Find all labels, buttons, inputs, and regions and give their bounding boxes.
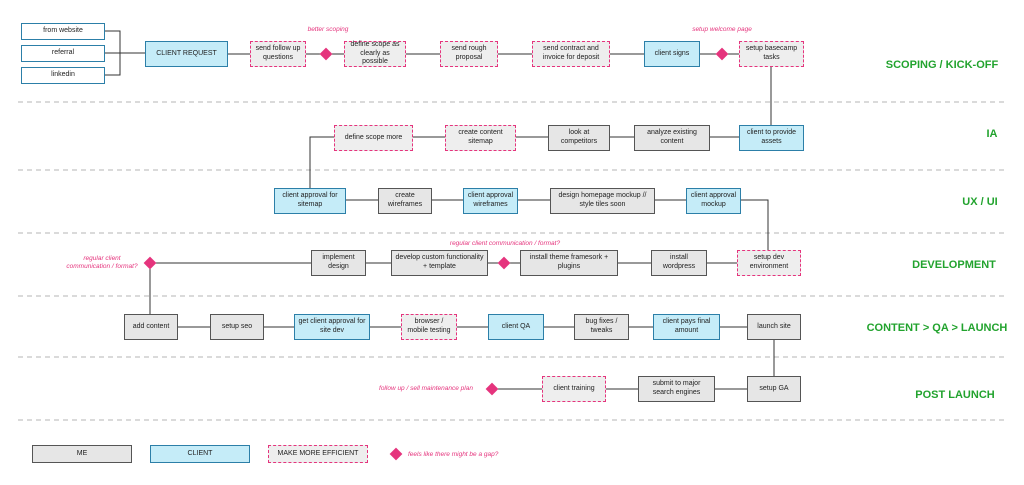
step-add-content: add content xyxy=(124,314,178,340)
note-communication-left: regular client communication / format? xyxy=(66,255,138,270)
note-welcome-page: setup welcome page xyxy=(692,26,752,33)
step-client-assets: client to provide assets xyxy=(739,125,804,151)
step-rough-proposal: send rough proposal xyxy=(440,41,498,67)
note-communication-mid: regular client communication / format? xyxy=(449,240,561,247)
phase-label-post-launch: POST LAUNCH xyxy=(915,389,995,401)
legend-gap-text: feels like there might be a gap? xyxy=(408,451,499,458)
legend-me: ME xyxy=(32,445,132,463)
phase-label-development: DEVELOPMENT xyxy=(912,259,996,271)
note-better-scoping: better scoping xyxy=(307,26,349,33)
step-define-scope: define scope as clearly as possible xyxy=(344,41,406,67)
step-basecamp-tasks: setup basecamp tasks xyxy=(739,41,804,67)
connector xyxy=(309,136,334,188)
gap-marker xyxy=(715,47,729,61)
step-approval-site-dev: get client approval for site dev xyxy=(294,314,370,340)
note-follow-up: follow up / sell maintenance plan xyxy=(379,385,473,392)
connector xyxy=(741,199,769,250)
step-client-signs: client signs xyxy=(644,41,700,67)
step-analyze-content: analyze existing content xyxy=(634,125,710,151)
gap-marker xyxy=(497,256,511,270)
step-custom-functionality: develop custom functionality + template xyxy=(391,250,488,276)
step-setup-seo: setup seo xyxy=(210,314,264,340)
gap-marker xyxy=(319,47,333,61)
step-implement-design: implement design xyxy=(311,250,366,276)
step-content-sitemap: create content sitemap xyxy=(445,125,516,151)
step-approval-wireframes: client approval wireframes xyxy=(463,188,518,214)
step-dev-environment: setup dev environment xyxy=(737,250,801,276)
step-search-engines: submit to major search engines xyxy=(638,376,715,402)
step-setup-ga: setup GA xyxy=(747,376,801,402)
legend-client: CLIENT xyxy=(150,445,250,463)
step-approval-sitemap: client approval for sitemap xyxy=(274,188,346,214)
step-browser-testing: browser / mobile testing xyxy=(401,314,457,340)
step-bug-fixes: bug fixes / tweaks xyxy=(574,314,629,340)
step-contract-invoice: send contract and invoice for deposit xyxy=(532,41,610,67)
legend-gap-marker xyxy=(389,447,403,461)
step-final-payment: client pays final amount xyxy=(653,314,720,340)
source-linkedin: linkedin xyxy=(21,67,105,84)
gap-marker xyxy=(485,382,499,396)
phase-label-ux: UX / UI xyxy=(962,196,998,208)
phase-label-content-qa-launch: CONTENT > QA > LAUNCH xyxy=(866,322,1008,334)
step-look-at-competitors: look at competitors xyxy=(548,125,610,151)
step-client-training: client training xyxy=(542,376,606,402)
source-referral: referral xyxy=(21,45,105,62)
gap-marker xyxy=(143,256,157,270)
step-client-request: CLIENT REQUEST xyxy=(145,41,228,67)
step-homepage-mockup: design homepage mockup // style tiles so… xyxy=(550,188,655,214)
phase-label-scoping: SCOPING / KICK-OFF xyxy=(885,59,999,71)
step-launch-site: launch site xyxy=(747,314,801,340)
step-create-wireframes: create wireframes xyxy=(378,188,432,214)
step-install-wordpress: install wordpress xyxy=(651,250,707,276)
step-client-qa: client QA xyxy=(488,314,544,340)
source-website: from website xyxy=(21,23,105,40)
legend-make-more-efficient: MAKE MORE EFFICIENT xyxy=(268,445,368,463)
step-install-theme: install theme framesork + plugins xyxy=(520,250,618,276)
phase-label-ia: IA xyxy=(986,128,998,140)
step-follow-up-questions: send follow up questions xyxy=(250,41,306,67)
step-approval-mockup: client approval mockup xyxy=(686,188,741,214)
step-define-scope-more: define scope more xyxy=(334,125,413,151)
